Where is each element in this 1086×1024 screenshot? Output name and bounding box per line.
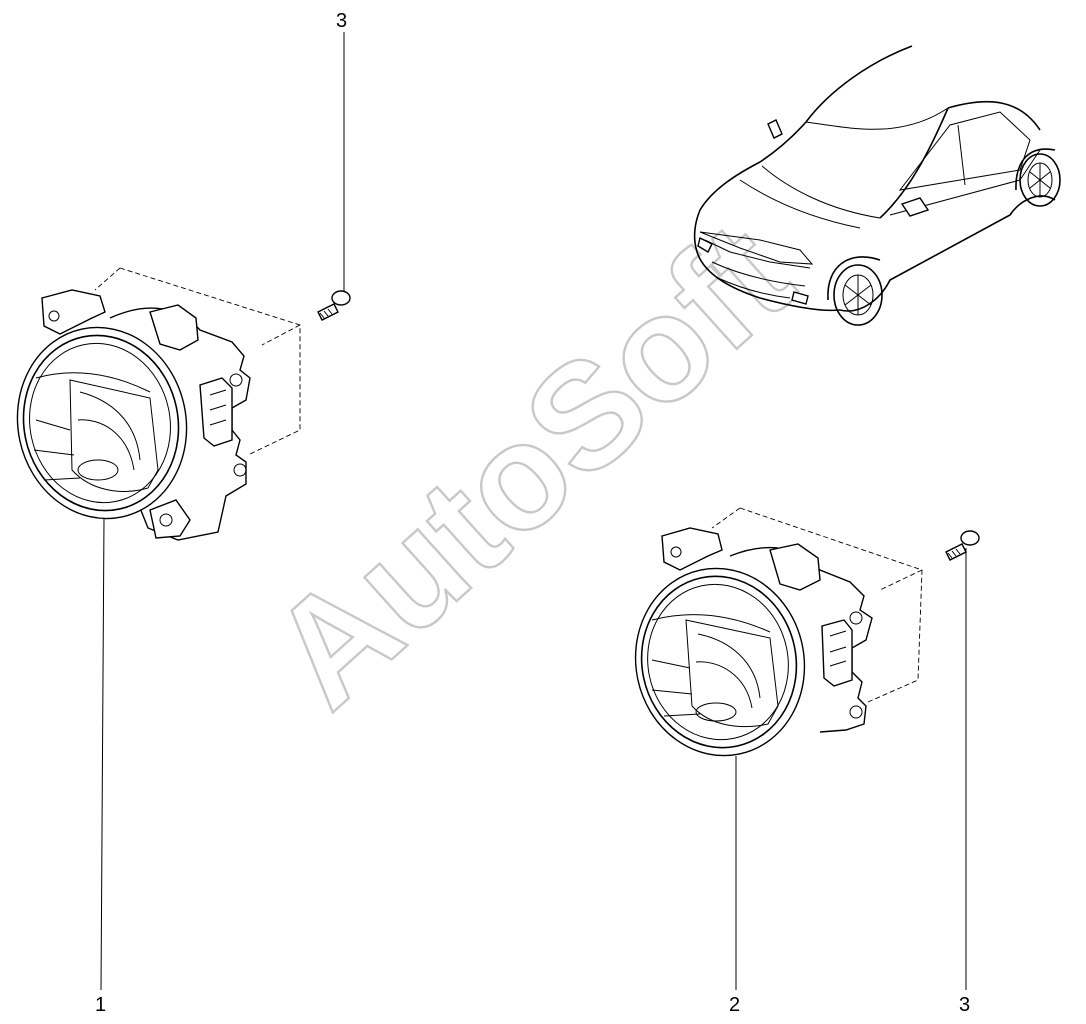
callout-3-top: 3 xyxy=(336,10,347,32)
callout-2: 2 xyxy=(729,994,740,1016)
callout-3-bottom: 3 xyxy=(959,994,970,1016)
leader-lines xyxy=(100,32,967,991)
bolt-top xyxy=(317,290,351,321)
callout-1: 1 xyxy=(95,994,106,1016)
bolt-right xyxy=(945,530,980,561)
fog-lamp-left xyxy=(16,267,301,541)
fog-lamp-right xyxy=(634,507,923,757)
car-illustration xyxy=(693,45,1061,326)
